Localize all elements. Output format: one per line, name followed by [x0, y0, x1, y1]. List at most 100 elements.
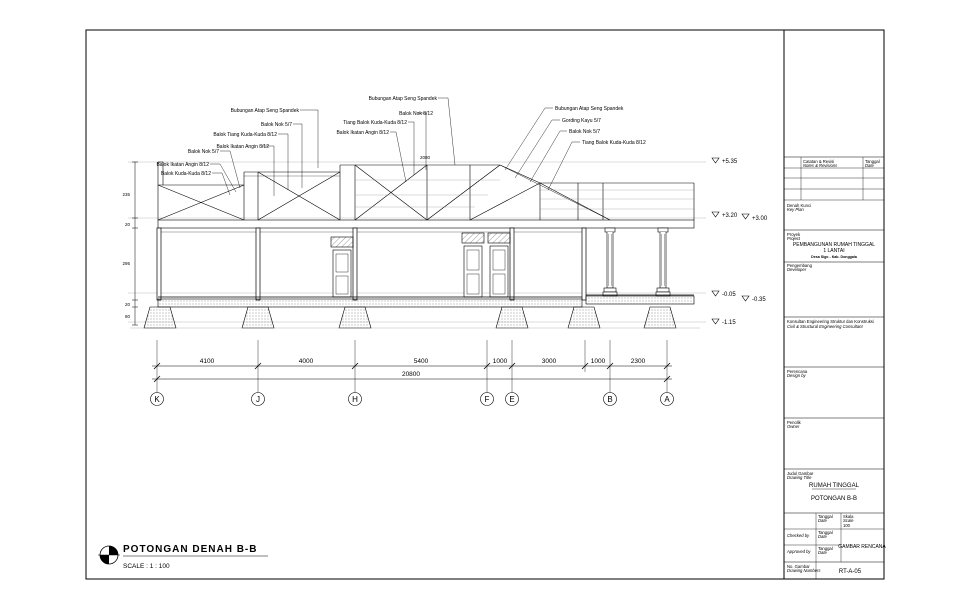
designer-label: Perencana [787, 369, 808, 374]
level-triangle-icon [711, 157, 720, 164]
key-plan-label: Denah Kunci [787, 203, 811, 208]
roof-truss-middle [243, 171, 341, 221]
level-triangle-icon [741, 295, 750, 302]
grid-label-f: F [485, 395, 490, 404]
building-section [130, 161, 700, 329]
project-label: Proyek [787, 232, 801, 237]
callout-right-3: Balok Nok 5/7 [569, 129, 600, 135]
tb-date-label: Tanggal [818, 514, 833, 519]
callout-left-1: Bubungan Atap Seng Spandek [231, 108, 300, 114]
drawing-title-label: Judul Gambar [787, 471, 814, 476]
level-triangle-icon [711, 290, 720, 297]
grid-label-h: H [352, 395, 358, 404]
grid-bubble-e [505, 392, 519, 406]
level-label: +3.00 [752, 216, 768, 222]
owner-label: Penolik [787, 420, 802, 425]
horizontal-dimensions: 4100 4000 5400 1000 3000 1000 2300 20800 [152, 340, 672, 393]
roof-truss-left [157, 161, 245, 221]
grid-bubble-h [348, 392, 362, 406]
grid-bubble-k [150, 392, 164, 406]
callout-right-2: Gording Kayu 5/7 [562, 118, 601, 124]
drawing-title-1: RUMAH TINGGAL [809, 483, 860, 489]
drawing-number-label: No. Gambar [787, 564, 810, 569]
callout-center-3: Tiang Balok Kuda-Kuda 8/12 [343, 120, 407, 126]
foundations [130, 306, 700, 329]
notes-header: Catatan & Revisi [803, 159, 834, 164]
walls [156, 227, 587, 301]
key-plan-label-en: Key Plan [787, 207, 804, 212]
drawing-number-label-en: Drawing Numbers [787, 568, 821, 573]
grid-bubble-j [251, 392, 265, 406]
dim-segment-6: 1000 [591, 358, 606, 365]
callout-right-4: Tiang Balok Kuda-Kuda 8/12 [582, 140, 646, 146]
dim-80: 80 [125, 314, 131, 319]
grid-label-a: A [664, 395, 670, 404]
floor-slab [157, 294, 695, 308]
ridge-dimension: 2080 [420, 155, 431, 160]
level-label: -0.35 [752, 297, 766, 303]
section-marker-icon [98, 545, 120, 565]
grid-label-j: J [256, 395, 260, 404]
date-header: Tanggal [865, 159, 880, 164]
left-dimensions: 235 20 295 20 80 [122, 161, 138, 326]
callout-left-7: Balok Kuda-Kuda 8/12 [161, 171, 211, 177]
callout-left-2: Balok Nok 5/7 [261, 122, 292, 128]
dim-segment-2: 4000 [299, 358, 314, 365]
drawing-title-2: POTONGAN B-B [811, 496, 857, 502]
grid-bubble-a [660, 392, 674, 406]
designer-label-en: Design by [787, 373, 807, 378]
level-triangle-icon [741, 213, 750, 220]
door-center-a [461, 232, 485, 298]
callout-leaders [210, 97, 580, 196]
project-label-en: Project [787, 236, 801, 241]
dim-segment-5: 3000 [542, 358, 557, 365]
porch-columns [602, 227, 671, 297]
level-markers: +5.35 +3.20 +3.00 -0.05 -0.35 -1.15 [711, 157, 768, 326]
grid-bubble-b [603, 392, 617, 406]
level-label: +5.35 [722, 159, 738, 165]
door-left [330, 236, 354, 298]
dim-segment-4: 1000 [493, 358, 508, 365]
developer-label-en: Developer [787, 267, 807, 272]
checked-date-label: Tanggal [818, 530, 833, 535]
tb-scale-label: Skala [843, 514, 854, 519]
tb-date-label-en: Date [818, 518, 828, 523]
approved-date-label: Tanggal [818, 546, 833, 551]
owner-label-en: Owner [787, 424, 800, 429]
tb-scale-value: 100 [843, 523, 851, 528]
callout-center-2: Balok Nok 8/12 [399, 111, 433, 117]
callout-left-6: Balok Ikatan Angin 8/12 [156, 162, 209, 168]
dim-295: 295 [122, 261, 130, 266]
callout-left-4: Balok Ikatan Angin 8/12 [216, 144, 269, 150]
level-triangle-icon [711, 318, 720, 325]
roof-truss-main [339, 164, 501, 221]
date-header-en: Date [865, 163, 875, 168]
dim-segment-1: 4100 [200, 358, 215, 365]
project-name-2: 1 LANTAI [823, 248, 844, 254]
grid-label-e: E [509, 395, 514, 404]
level-label: -0.05 [722, 292, 736, 298]
callout-center-4: Balok Ikatan Angin 8/12 [336, 130, 389, 136]
developer-label: Pengembang [787, 263, 813, 268]
grid-label-b: B [607, 395, 612, 404]
roof-truss-right [469, 164, 695, 221]
callout-left-5: Balok Nok 5/7 [188, 149, 219, 155]
drawing-number: RT-A-05 [839, 569, 862, 575]
drawing-title: POTONGAN DENAH B-B [123, 544, 257, 555]
title-block: Catatan & Revisi Notes & Revisions Tangg… [784, 156, 886, 579]
callout-left-3: Balok Tiang Kuda-Kuda 8/12 [213, 132, 277, 138]
drawing-status: GAMBAR RENCANA [838, 544, 886, 550]
consultant-line-1: Konsultan Engineering Struktur dan Konst… [787, 319, 874, 324]
level-triangle-icon [711, 211, 720, 218]
notes-header-en: Notes & Revisions [803, 163, 838, 168]
grid-label-k: K [154, 395, 160, 404]
project-name-1: PEMBANGUNAN RUMAH TINGGAL [793, 242, 875, 248]
level-label: -1.15 [722, 320, 736, 326]
callout-right-1: Bubungan Atap Seng Spandek [555, 106, 624, 112]
grid-axes: K J H F E B A [150, 392, 674, 406]
tb-scale-label-en: Scale [843, 518, 854, 523]
sheet-border [85, 29, 885, 580]
project-location: Desa Sigo - Kab. Donggala [811, 255, 858, 259]
checked-by-label: Checked by [787, 533, 810, 538]
